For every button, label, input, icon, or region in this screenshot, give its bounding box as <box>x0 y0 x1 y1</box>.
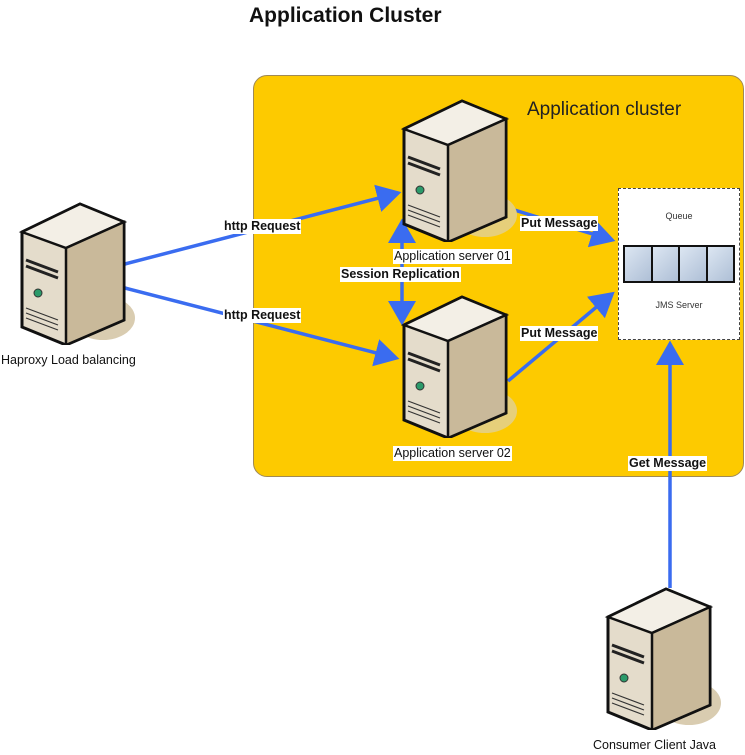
load-balancer-server-icon <box>18 202 135 345</box>
load-balancer-caption: Haproxy Load balancing <box>1 353 136 367</box>
app-server-01-caption: Application server 01 <box>393 249 512 264</box>
app-server-02-caption: Application server 02 <box>393 446 512 461</box>
session-replication-label: Session Replication <box>340 267 461 282</box>
http-request-label-1: http Request <box>223 219 302 234</box>
queue-slot <box>707 247 733 281</box>
queue-slot <box>625 247 651 281</box>
put-message-label-2: Put Message <box>520 326 599 341</box>
app-server-02-icon <box>400 295 517 438</box>
consumer-client-server-icon <box>604 587 721 730</box>
queue-slot <box>652 247 678 281</box>
http-request-label-2: http Request <box>223 308 302 323</box>
queue-slots <box>623 245 735 283</box>
consumer-caption: Consumer Client Java <box>593 738 716 752</box>
put-message-label-1: Put Message <box>520 216 599 231</box>
jms-server-label: JMS Server <box>655 300 703 310</box>
get-message-label: Get Message <box>628 456 708 471</box>
jms-queue-box: Queue JMS Server <box>618 188 740 340</box>
http-request-arrow-2 <box>124 286 400 367</box>
queue-label: Queue <box>665 211 693 221</box>
queue-slot <box>680 247 706 281</box>
cluster-label: Application cluster <box>527 99 682 120</box>
diagram-title: Application Cluster <box>249 4 442 27</box>
app-server-01-icon <box>400 99 517 242</box>
